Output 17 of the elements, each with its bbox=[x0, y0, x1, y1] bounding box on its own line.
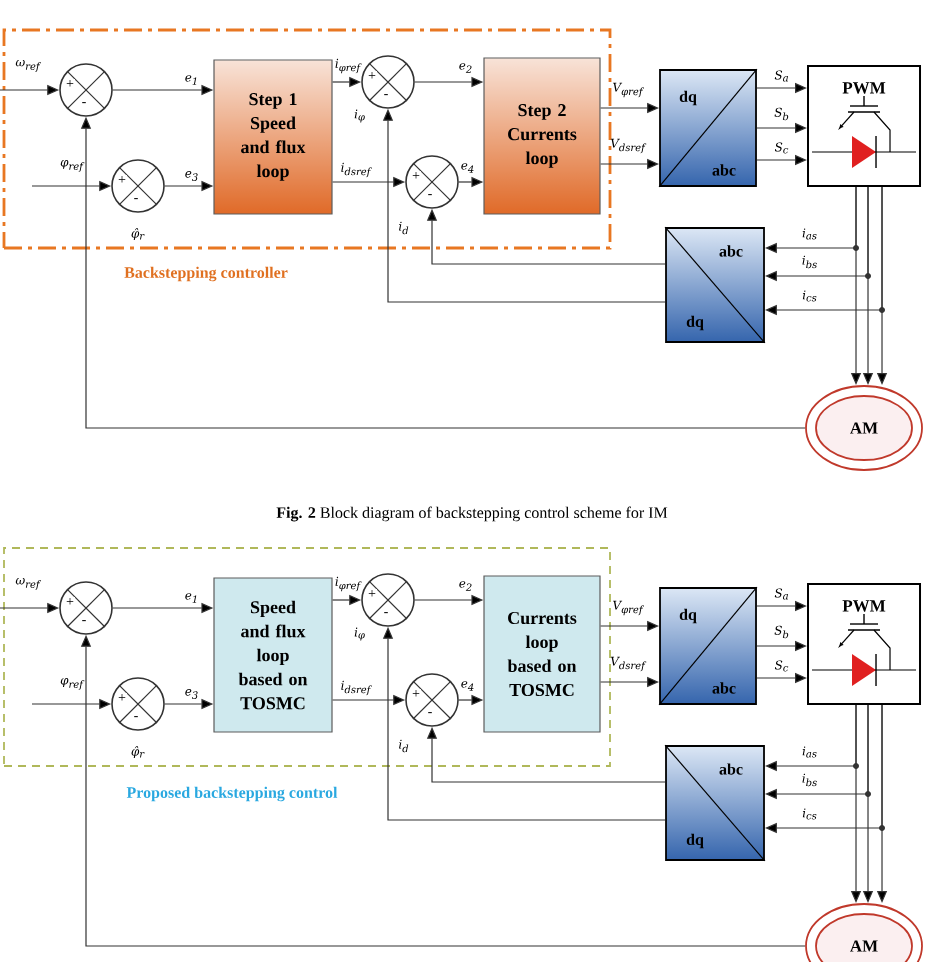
transform-label: abc bbox=[719, 245, 743, 257]
transform-label: abc bbox=[719, 763, 743, 775]
transform-label: dq bbox=[686, 833, 704, 849]
controller-box: Speed and flux loop based on TOSMC bbox=[213, 577, 333, 733]
transform-label: abc bbox=[712, 164, 736, 176]
controller-box: Step 1 Speed and flux loop bbox=[213, 59, 333, 215]
frame-heading: Proposed backstepping control bbox=[126, 786, 338, 802]
frame-heading: Backstepping controller bbox=[124, 266, 288, 282]
transform-label: abc bbox=[712, 682, 736, 694]
transform-label: dq bbox=[679, 608, 697, 624]
pwm-box: PWM bbox=[807, 583, 921, 705]
transform-label: dq bbox=[679, 90, 697, 106]
controller-box: Step 2 Currents loop bbox=[483, 57, 601, 215]
transform-label: dq bbox=[686, 315, 704, 331]
pwm-box: PWM bbox=[807, 65, 921, 187]
caption: Fig. 2 Block diagram of backstepping control scheme for IM bbox=[276, 506, 668, 522]
controller-box: Currents loop based on TOSMC bbox=[483, 575, 601, 733]
